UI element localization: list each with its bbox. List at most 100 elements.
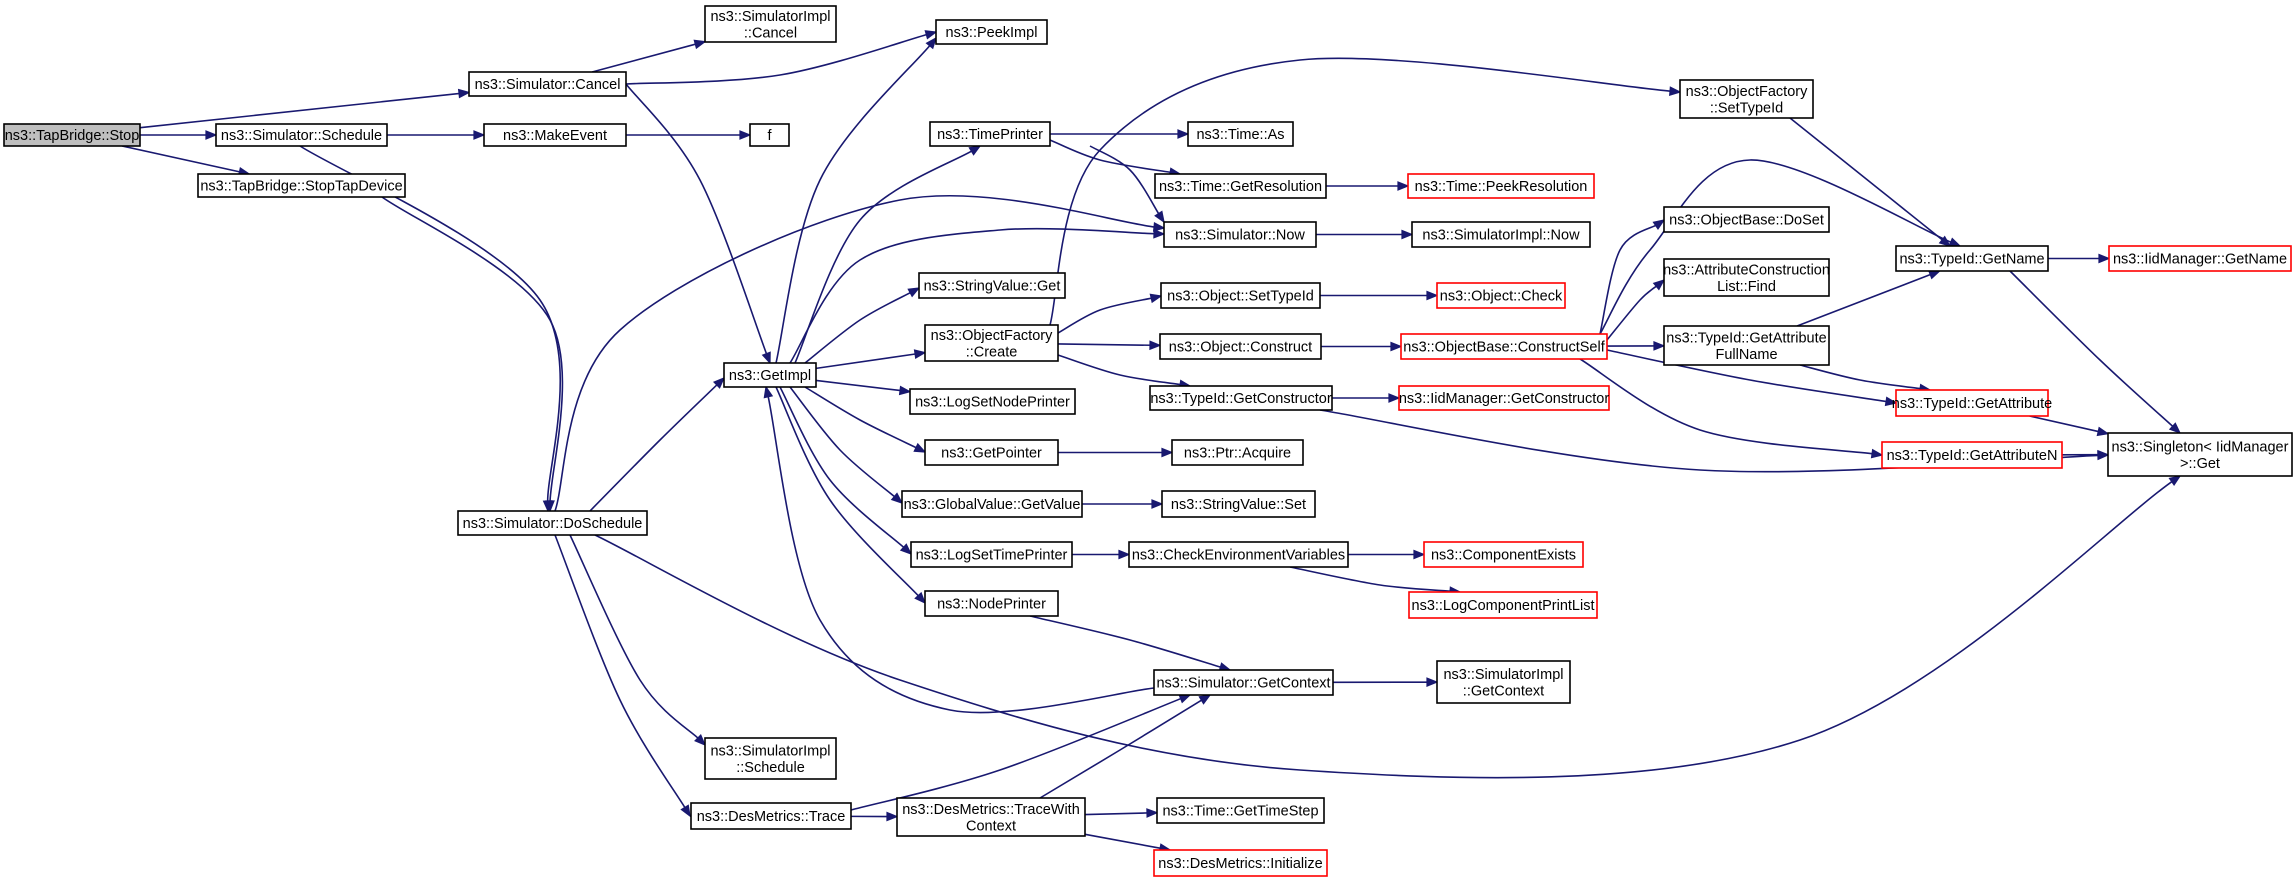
arrowhead [890, 492, 904, 505]
node-desmetricstrace[interactable]: ns3::DesMetrics::Trace [690, 802, 852, 830]
arrowhead [898, 385, 912, 396]
node-logsetnodeprinter[interactable]: ns3::LogSetNodePrinter [909, 388, 1076, 415]
arrowhead [1653, 340, 1666, 351]
node-componentexists[interactable]: ns3::ComponentExists [1423, 541, 1584, 568]
node-label: ns3::MakeEvent [503, 128, 607, 144]
node-box [215, 123, 388, 147]
node-stringvalueget[interactable]: ns3::StringValue::Get [918, 272, 1066, 299]
node-simgetcontext[interactable]: ns3::Simulator::GetContext [1153, 669, 1334, 696]
call-edge [121, 145, 251, 177]
node-label: Context [966, 818, 1016, 834]
call-edge [1316, 229, 1414, 240]
node-timegetres[interactable]: ns3::Time::GetResolution [1154, 173, 1327, 199]
node-stringvalueset[interactable]: ns3::StringValue::Set [1161, 490, 1316, 518]
edge-line [1084, 833, 1163, 850]
node-box [901, 490, 1083, 518]
edge-line [1799, 364, 1923, 390]
call-edge [2009, 270, 2182, 435]
node-simnow[interactable]: ns3::Simulator::Now [1163, 221, 1317, 248]
node-singletonget[interactable]: ns3::Singleton< IidManager>::Get [2107, 432, 2293, 477]
node-schedule[interactable]: ns3::Simulator::Schedule [215, 123, 388, 147]
node-label: ns3::TypeId::GetConstructor [1150, 391, 1332, 407]
node-globalvalueget[interactable]: ns3::GlobalValue::GetValue [901, 490, 1083, 518]
call-nodes: ns3::TapBridge::Stop ns3::Simulator::Canc… [3, 5, 2293, 877]
call-edge [775, 386, 927, 605]
node-typeidgetattr[interactable]: ns3::TypeId::GetAttribute [1892, 389, 2052, 417]
node-f[interactable]: f [749, 123, 790, 147]
arrowhead [913, 442, 927, 453]
node-checkenv[interactable]: ns3::CheckEnvironmentVariables [1128, 541, 1349, 568]
node-iidgetname[interactable]: ns3::IidManager::GetName [2108, 245, 2292, 272]
node-label: ns3::IidManager::GetConstructor [1399, 391, 1610, 407]
call-edge [1606, 340, 1666, 351]
node-simimplgetcontext[interactable]: ns3::SimulatorImpl::GetContext [1436, 660, 1571, 704]
node-box [1895, 245, 2049, 272]
call-edges [121, 30, 2182, 853]
node-box [1153, 669, 1334, 696]
node-objsettypeid[interactable]: ns3::Object::SetTypeId [1160, 282, 1321, 309]
node-cancel[interactable]: ns3::Simulator::Cancel [468, 71, 627, 97]
node-stoptap[interactable]: ns3::TapBridge::StopTapDevice [197, 173, 406, 198]
node-simimplcancel[interactable]: ns3::SimulatorImpl::Cancel [704, 5, 837, 43]
node-objbaseconstructself[interactable]: ns3::ObjectBase::ConstructSelf [1400, 333, 1608, 360]
node-objcheck[interactable]: ns3::Object::Check [1436, 282, 1566, 309]
call-edge [1029, 615, 1232, 672]
arrowhead [1884, 396, 1898, 407]
arrowhead [763, 385, 774, 399]
node-typeidgetattrn[interactable]: ns3::TypeId::GetAttributeN [1881, 441, 2063, 469]
node-simimplschedule[interactable]: ns3::SimulatorImpl::Schedule [704, 737, 837, 780]
node-box [1663, 325, 1830, 366]
node-timeas[interactable]: ns3::Time::As [1187, 121, 1294, 147]
node-getimpl[interactable]: ns3::GetImpl [723, 362, 817, 388]
call-edge [775, 36, 938, 364]
node-objfactorycreate[interactable]: ns3::ObjectFactory::Create [924, 324, 1059, 362]
node-label: ns3::NodePrinter [937, 597, 1046, 613]
node-box [1163, 221, 1317, 248]
node-ptracquire[interactable]: ns3::Ptr::Acquire [1171, 439, 1304, 466]
node-nodeprinter[interactable]: ns3::NodePrinter [924, 590, 1059, 617]
node-doschedule[interactable]: ns3::Simulator::DoSchedule [457, 510, 648, 536]
arrowhead [1397, 181, 1410, 191]
node-timepeekres[interactable]: ns3::Time::PeekResolution [1407, 173, 1595, 199]
call-edge [1606, 349, 1898, 407]
node-label: ns3::ObjectFactory [1686, 84, 1808, 100]
node-label: ns3::TapBridge::Stop [5, 128, 140, 144]
node-timegetstep[interactable]: ns3::Time::GetTimeStep [1156, 797, 1325, 824]
node-label: ns3::ObjectBase::DoSet [1669, 213, 1824, 229]
node-label: ns3::Time::GetTimeStep [1162, 804, 1318, 820]
node-typeidgetname[interactable]: ns3::TypeId::GetName [1895, 245, 2049, 272]
call-edge [1606, 278, 1666, 341]
node-timeprinter[interactable]: ns3::TimePrinter [929, 121, 1051, 147]
call-edge [1039, 694, 1212, 799]
arrowhead [1401, 229, 1414, 240]
arrowhead [924, 30, 938, 40]
node-box [457, 510, 648, 536]
call-edge [1057, 354, 1192, 390]
node-label: ns3::TimePrinter [937, 127, 1043, 143]
node-logcompprintlist[interactable]: ns3::LogComponentPrintList [1408, 591, 1598, 619]
node-box [749, 123, 790, 147]
node-typeidgetctor[interactable]: ns3::TypeId::GetConstructor [1149, 385, 1333, 411]
node-getpointer[interactable]: ns3::GetPointer [924, 439, 1059, 466]
node-logsettimeprinter[interactable]: ns3::LogSetTimePrinter [910, 541, 1073, 568]
call-edge [299, 145, 561, 513]
arrowhead [694, 734, 707, 747]
node-box [483, 123, 627, 147]
node-simimplnow[interactable]: ns3::SimulatorImpl::Now [1411, 221, 1591, 248]
node-makeevent[interactable]: ns3::MakeEvent [483, 123, 627, 147]
node-objbasedoset[interactable]: ns3::ObjectBase::DoSet [1663, 206, 1830, 233]
node-peekimpl[interactable]: ns3::PeekImpl [935, 19, 1048, 45]
node-objconstruct[interactable]: ns3::Object::Construct [1159, 333, 1322, 360]
arrowhead [1149, 293, 1163, 304]
arrowhead [1178, 694, 1192, 704]
node-label: ns3::ComponentExists [1431, 548, 1576, 564]
call-edge [2048, 253, 2111, 264]
node-iidgetctor[interactable]: ns3::IidManager::GetConstructor [1398, 385, 1610, 411]
node-box [1160, 282, 1321, 309]
node-objfactorysettypeid[interactable]: ns3::ObjectFactory::SetTypeId [1679, 79, 1814, 119]
node-desmetricsinit[interactable]: ns3::DesMetrics::Initialize [1153, 849, 1328, 877]
